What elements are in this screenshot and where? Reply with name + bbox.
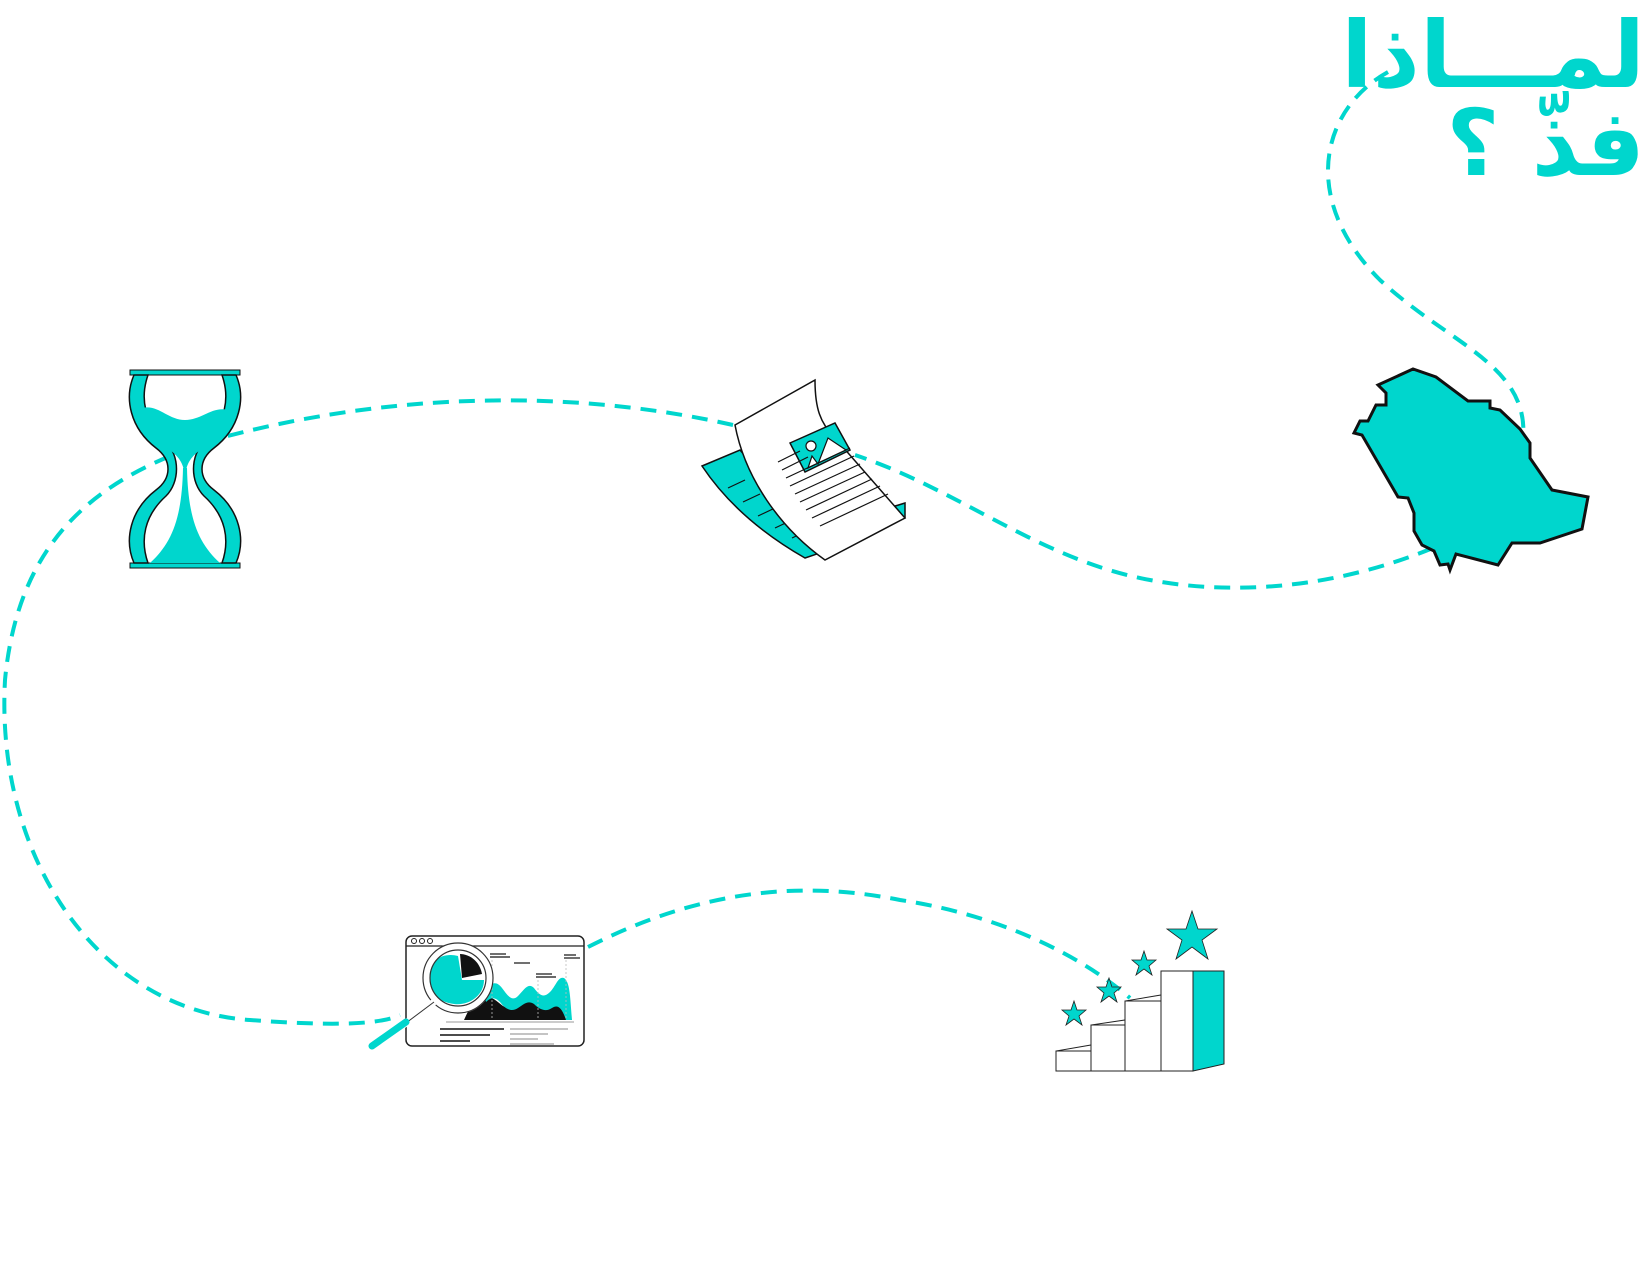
document-image-icon <box>700 378 907 561</box>
growth-stairs-stars-icon <box>1055 909 1225 1072</box>
title-line-1: لمـــاذا <box>1341 2 1645 109</box>
title-line-2: فذّ ؟ <box>1446 90 1645 197</box>
hourglass-icon <box>128 369 242 569</box>
dashed-path-line <box>2 70 1526 1026</box>
saudi-map-icon <box>1351 367 1590 575</box>
page-title: لمـــاذا فذّ ؟ <box>1341 2 1645 197</box>
analytics-magnifier-icon <box>368 935 585 1050</box>
